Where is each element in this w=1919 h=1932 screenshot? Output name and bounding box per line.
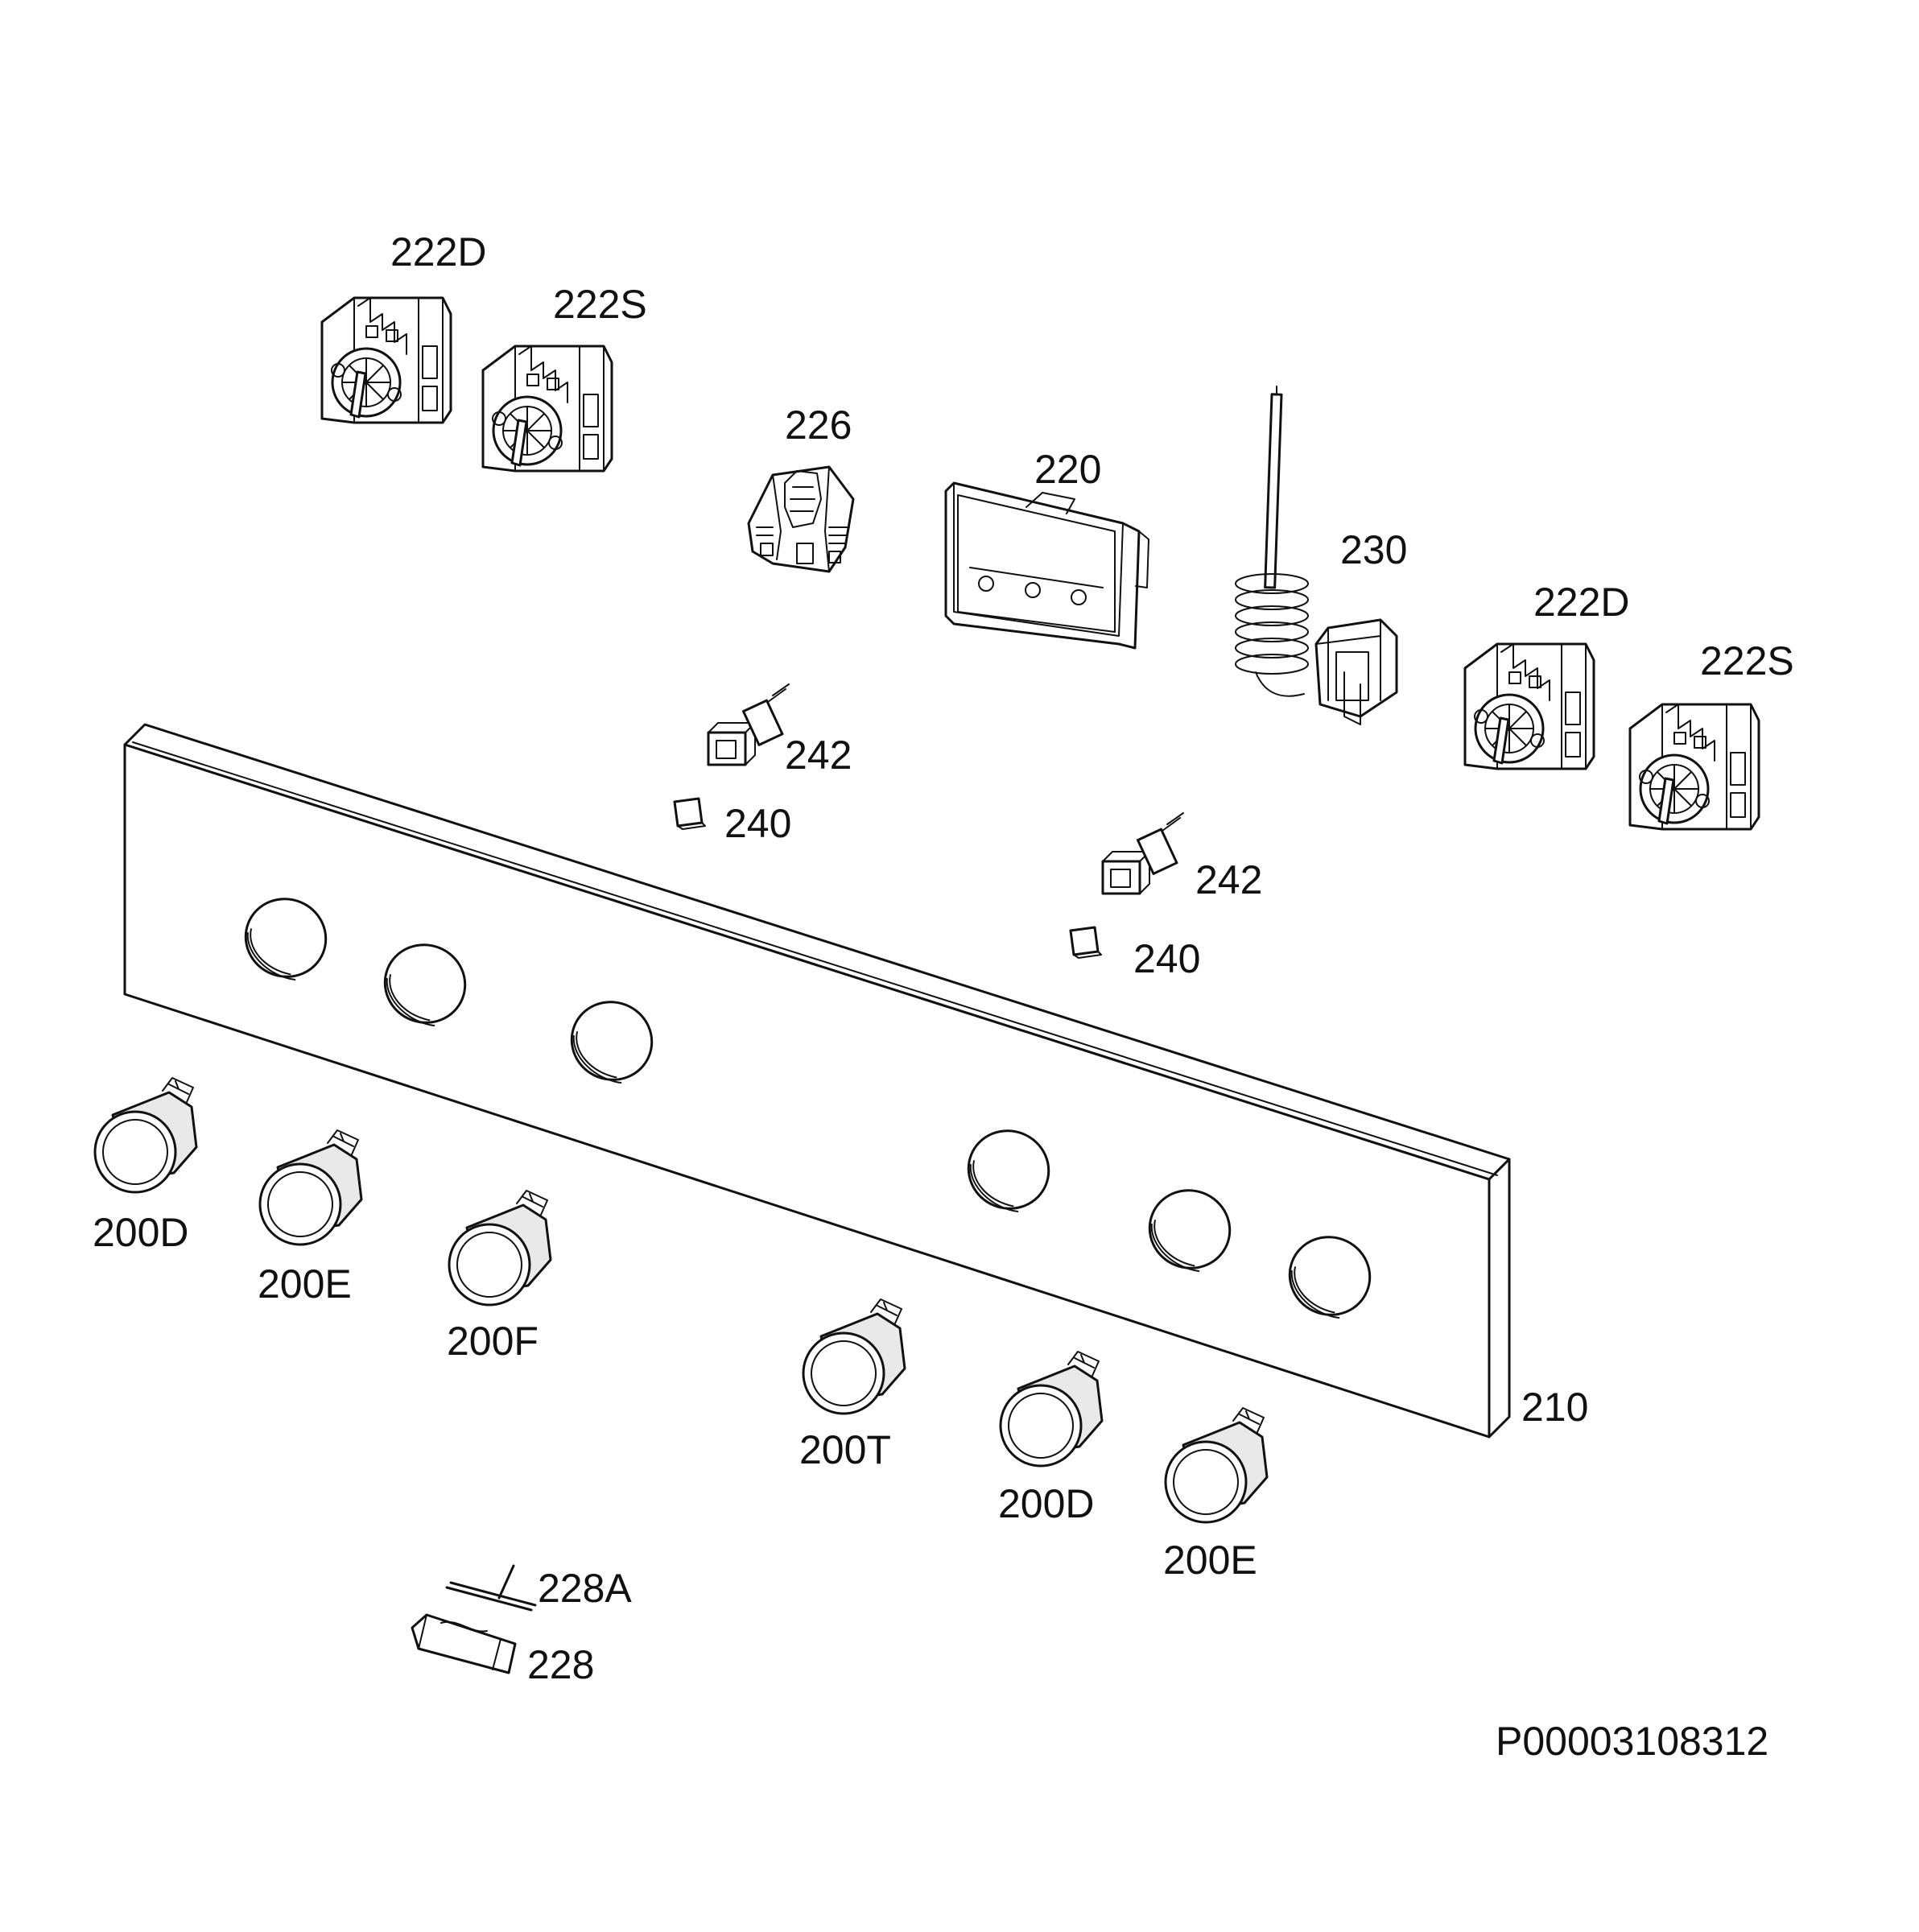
label-222d-top: 222D [390, 229, 487, 275]
energy-regulator-222d-top [320, 296, 452, 424]
label-228: 228 [527, 1642, 594, 1687]
clip-228 [411, 1613, 517, 1674]
label-200d-left: 200D [93, 1210, 189, 1255]
knob-200d-left [93, 1076, 198, 1194]
label-242-upper: 242 [785, 733, 852, 778]
label-242-lower: 242 [1195, 857, 1262, 902]
knob-200t [802, 1298, 906, 1415]
label-200t: 200T [799, 1427, 891, 1472]
drawing-id: P00003108312 [1496, 1719, 1768, 1764]
label-220: 220 [1034, 447, 1101, 492]
label-200f: 200F [447, 1319, 539, 1364]
knob-200e-right [1164, 1406, 1269, 1524]
label-240-lower: 240 [1133, 936, 1200, 981]
label-210: 210 [1521, 1385, 1588, 1430]
signal-lamp-242-upper [707, 683, 790, 766]
lamp-lens-240-lower [1069, 926, 1103, 960]
control-panel-210 [123, 723, 1511, 1439]
label-222d-right: 222D [1533, 580, 1630, 625]
label-222s-top: 222S [553, 282, 647, 327]
energy-regulator-222d-right [1463, 642, 1595, 770]
label-226: 226 [785, 402, 852, 448]
function-selector-226 [747, 465, 855, 573]
thermostat-230 [1235, 386, 1398, 725]
signal-lamp-242-lower [1101, 811, 1185, 895]
knob-200d-right [999, 1350, 1104, 1468]
knob-200f [448, 1189, 552, 1307]
bracket-220 [944, 481, 1149, 650]
label-228a: 228A [538, 1566, 632, 1611]
label-200e-right: 200E [1163, 1538, 1257, 1583]
spring-228a [445, 1564, 537, 1612]
label-230: 230 [1340, 527, 1407, 572]
label-222s-right: 222S [1700, 638, 1794, 683]
label-240-upper: 240 [724, 801, 791, 846]
lamp-lens-240-upper [673, 797, 707, 831]
label-200e-left: 200E [258, 1261, 352, 1307]
knob-200e-left [258, 1129, 363, 1246]
energy-regulator-222s-right [1628, 703, 1760, 831]
energy-regulator-222s-top [481, 345, 613, 473]
label-200d-right: 200D [998, 1481, 1095, 1526]
